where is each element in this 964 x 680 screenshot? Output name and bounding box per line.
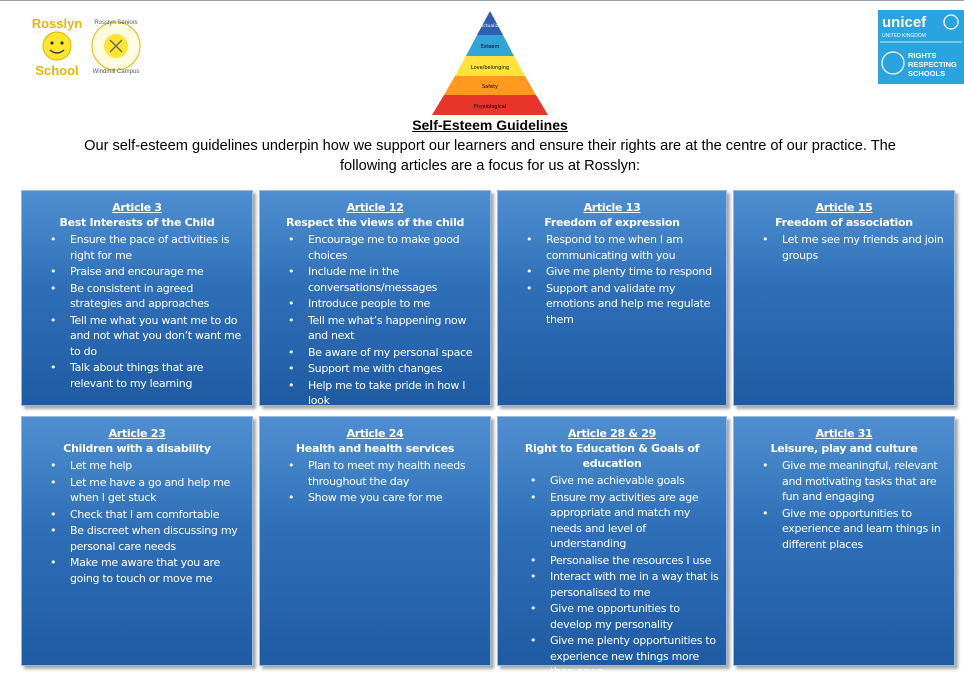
pyramid-label-4: Safety [482, 84, 498, 90]
article-list: Ensure the pace of activities is right f… [22, 232, 252, 391]
list-item: Tell me what’s happening now and next [288, 313, 484, 344]
list-item: Let me have a go and help me when I get … [50, 475, 246, 506]
list-item: Include me in the conversations/messages [288, 264, 484, 295]
list-item: Be aware of my personal space [288, 345, 484, 361]
list-item: Interact with me in a way that is person… [530, 569, 720, 600]
article-heading: Right to Education & Goals of education [524, 442, 700, 470]
unicef-subtitle: UNITED KINGDOM [882, 33, 926, 39]
pyramid-level-safety [444, 76, 536, 95]
globe-icon [943, 14, 959, 30]
maslow-pyramid: Self actualization Esteem Love/belonging… [432, 11, 548, 115]
article-list: Give me achievable goals Ensure my activ… [498, 473, 726, 680]
pyramid-label-2: Esteem [481, 44, 500, 50]
list-item: Give me opportunities to experience and … [762, 506, 948, 553]
pyramid-level-self-actualization [477, 11, 503, 35]
pyramid-label-1: Self actualization [471, 23, 510, 29]
article-list: Plan to meet my health needs throughout … [260, 458, 490, 506]
rrs-text-3: SCHOOLS [908, 69, 945, 78]
list-item: Plan to meet my health needs throughout … [288, 458, 484, 489]
list-item: Be discreet when discussing my personal … [50, 523, 246, 554]
article-list: Let me help Let me have a go and help me… [22, 458, 252, 586]
pyramid-level-love-belonging [455, 56, 525, 76]
article-list: Give me meaningful, relevant and motivat… [734, 458, 954, 552]
list-item: Check that I am comfortable [50, 507, 246, 523]
page-title: Self-Esteem Guidelines [412, 117, 568, 133]
article-card: Article 3 Best Interests of the Child En… [21, 190, 253, 406]
rrs-text-2: RESPECTING [908, 60, 957, 69]
list-item: Praise and encourage me [50, 264, 246, 280]
list-item: Support and validate my emotions and hel… [526, 281, 720, 328]
article-number: Article 15 [815, 201, 873, 214]
list-item: Ensure my activities are age appropriate… [530, 490, 720, 552]
list-item: Let me see my friends and join groups [762, 232, 948, 263]
article-heading: Best Interests of the Child [59, 216, 215, 229]
article-card: Article 23 Children with a disability Le… [21, 416, 253, 666]
article-heading: Children with a disability [63, 442, 211, 455]
article-number: Article 28 & 29 [568, 427, 656, 440]
rosslyn-school-logo: Rosslyn School Rosslyn Seniors Windmill … [32, 16, 141, 77]
article-card: Article 24 Health and health services Pl… [259, 416, 491, 666]
article-number: Article 12 [346, 201, 404, 214]
article-heading: Freedom of association [775, 216, 913, 229]
article-card: Article 12 Respect the views of the chil… [259, 190, 491, 409]
pyramid-label-3: Love/belonging [471, 65, 509, 71]
list-item: Tell me what you want me to do and not w… [50, 313, 246, 360]
unicef-rrs-logo: unicef UNITED KINGDOM RIGHTS RESPECTING … [878, 10, 964, 84]
list-item: Respond to me when I am communicating wi… [526, 232, 720, 263]
rrs-globe-icon [881, 51, 905, 75]
intro-paragraph: Our self-esteem guidelines underpin how … [84, 138, 896, 174]
seniors-logo-top-text: Rosslyn Seniors [94, 20, 137, 26]
article-list: Let me see my friends and join groups [734, 232, 954, 263]
list-item: Show me you care for me [288, 490, 484, 506]
article-list: Encourage me to make good choices Includ… [260, 232, 490, 409]
list-item: Encourage me to make good choices [288, 232, 484, 263]
list-item: Personalise the resources I use [530, 553, 720, 569]
article-heading: Leisure, play and culture [770, 442, 918, 455]
rosslyn-logo-top-text: Rosslyn [32, 16, 83, 31]
list-item: Introduce people to me [288, 296, 484, 312]
article-heading: Respect the views of the child [285, 216, 465, 229]
pyramid-label-5: Physiological [474, 104, 506, 110]
list-item: Help me to take pride in how I look [288, 378, 484, 409]
list-item: Be consistent in agreed strategies and a… [50, 281, 246, 312]
list-item: Make me aware that you are going to touc… [50, 555, 246, 586]
pyramid-level-esteem [466, 35, 514, 56]
rrs-text-1: RIGHTS [908, 51, 936, 60]
article-card: Article 13 Freedom of expression Respond… [497, 190, 727, 406]
rosslyn-logo-bottom-text: School [35, 63, 78, 77]
article-number: Article 3 [112, 201, 162, 214]
list-item: Talk about things that are relevant to m… [50, 360, 246, 391]
article-number: Article 13 [583, 201, 641, 214]
article-number: Article 24 [346, 427, 404, 440]
article-card: Article 28 & 29 Right to Education & Goa… [497, 416, 727, 678]
article-number: Article 31 [815, 427, 873, 440]
article-list: Respond to me when I am communicating wi… [498, 232, 726, 327]
article-card: Article 15 Freedom of association Let me… [733, 190, 955, 406]
list-item: Give me plenty time to respond [526, 264, 720, 280]
article-card: Article 31 Leisure, play and culture Giv… [733, 416, 955, 666]
list-item: Ensure the pace of activities is right f… [50, 232, 246, 263]
pyramid-level-physiological [432, 95, 548, 115]
unicef-wordmark: unicef [882, 14, 927, 31]
seniors-logo-bottom-text: Windmill Campus [93, 69, 140, 75]
list-item: Give me meaningful, relevant and motivat… [762, 458, 948, 505]
list-item: Give me plenty opportunities to experien… [530, 633, 720, 680]
article-number: Article 23 [108, 427, 166, 440]
list-item: Support me with changes [288, 361, 484, 377]
list-item: Give me opportunities to develop my pers… [530, 601, 720, 632]
article-heading: Health and health services [295, 442, 455, 455]
list-item: Let me help [50, 458, 246, 474]
list-item: Give me achievable goals [530, 473, 720, 489]
article-heading: Freedom of expression [544, 216, 680, 229]
